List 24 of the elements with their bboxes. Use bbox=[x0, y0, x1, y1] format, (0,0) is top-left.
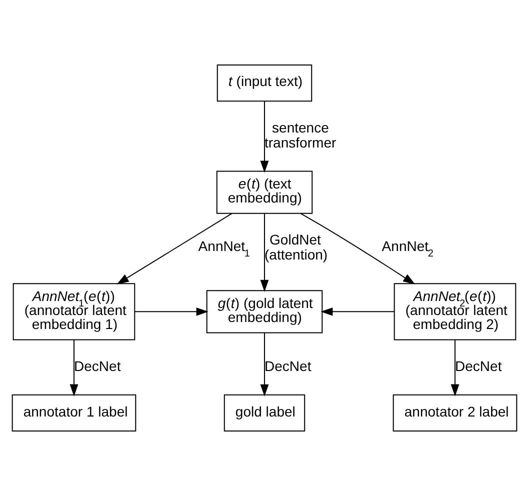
node-box: annotator 2 label bbox=[392, 394, 518, 431]
arrow bbox=[260, 332, 269, 396]
arrow bbox=[70, 339, 78, 396]
edge-label: sentence transformer bbox=[264, 118, 336, 150]
node-box: AnnNet$_{2}$(e(t)) (annotator latent embedding 2) bbox=[394, 282, 516, 340]
edge-label: DecNet bbox=[455, 358, 502, 374]
arrow bbox=[260, 213, 269, 292]
arrow bbox=[450, 339, 460, 396]
edge-label: AnnNet$_{2}$ bbox=[382, 238, 434, 260]
node-box: AnnNet$_{1}$(e(t)) (annotator latent embedding 1) bbox=[12, 282, 136, 340]
node-box: t (input text) bbox=[216, 64, 312, 102]
arrow bbox=[320, 306, 394, 316]
edge-label: AnnNet$_{1}$ bbox=[198, 238, 250, 260]
arrow bbox=[300, 212, 416, 284]
node-box: e(t) (text embedding) bbox=[216, 170, 313, 214]
node-box: annotator 1 label bbox=[12, 394, 136, 431]
arrow bbox=[135, 306, 208, 316]
edge-label: DecNet bbox=[74, 358, 121, 374]
node-box: g(t) (gold latent embedding) bbox=[206, 290, 323, 333]
edge-label: GoldNet (attention) bbox=[264, 231, 328, 262]
arrow bbox=[116, 212, 232, 284]
arrow bbox=[260, 100, 269, 172]
node-box: gold label bbox=[224, 394, 306, 431]
edge-label: DecNet bbox=[264, 358, 312, 374]
